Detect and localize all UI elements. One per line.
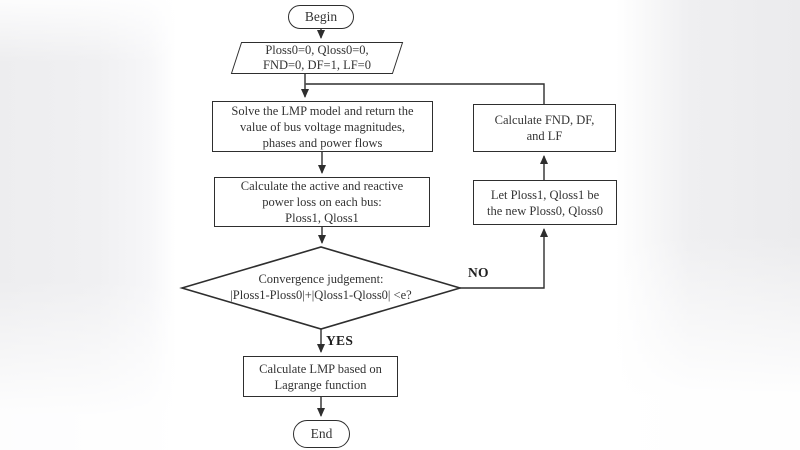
node-calc-power-loss: Calculate the active and reactive power … — [214, 177, 430, 227]
node-calc-lmp-lagrange: Calculate LMP based on Lagrange function — [243, 356, 398, 397]
node-fnd-label: Calculate FND, DF, and LF — [494, 113, 595, 143]
node-solve-lmp-model: Solve the LMP model and return the value… — [212, 101, 433, 152]
node-begin: Begin — [288, 5, 354, 29]
node-calc-fnd-df-lf: Calculate FND, DF, and LF — [473, 104, 616, 152]
node-begin-label: Begin — [304, 9, 338, 24]
node-update-label: Let Ploss1, Qloss1 be the new Ploss0, Ql… — [487, 187, 603, 218]
node-decision-label: Convergence judgement: |Ploss1-Ploss0|+|… — [230, 272, 412, 302]
node-loss-label: Calculate the active and reactive power … — [240, 179, 404, 225]
edge-label-no: NO — [468, 265, 489, 280]
edge-feedback-top — [305, 83, 545, 104]
node-lmp-label: Calculate LMP based on Lagrange function — [259, 361, 382, 392]
node-init-parallelogram: Ploss0=0, Qloss0=0, FND=0, DF=1, LF=0 — [230, 42, 404, 74]
node-solve-label: Solve the LMP model and return the value… — [231, 103, 414, 150]
edge-label-yes: YES — [326, 333, 354, 348]
node-update-ploss-qloss: Let Ploss1, Qloss1 be the new Ploss0, Ql… — [473, 180, 617, 225]
edge-decision-update-no — [460, 228, 548, 289]
node-decision: Convergence judgement: |Ploss1-Ploss0|+|… — [196, 270, 446, 305]
node-init-label: Ploss0=0, Qloss0=0, FND=0, DF=1, LF=0 — [263, 43, 371, 72]
node-end-label: End — [310, 426, 333, 441]
decision-diamond-shape — [179, 246, 463, 330]
node-end: End — [293, 420, 350, 448]
